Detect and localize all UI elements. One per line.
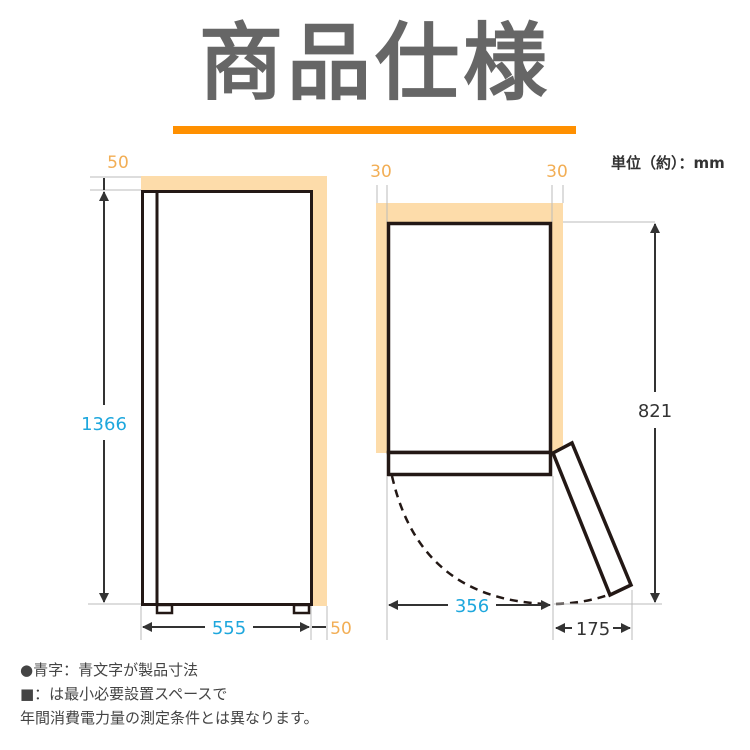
note-measurement: 年間消費電力量の測定条件とは異なります。 — [20, 709, 319, 727]
title-underline — [173, 126, 576, 134]
fridge-foot-left — [155, 603, 174, 615]
door-swing-label: 175 — [576, 619, 610, 640]
notes: ●青字：青文字が製品寸法 ■：は最小必要設置スペースで 年間消費電力量の測定条件… — [20, 658, 319, 730]
fridge-front-body — [141, 190, 313, 606]
front-width-label: 555 — [212, 618, 246, 639]
front-side-clearance-label: 50 — [330, 619, 352, 639]
side-height-label: 821 — [638, 401, 672, 422]
front-top-clearance-label: 50 — [107, 153, 129, 173]
note-blue-text: ●青字：青文字が製品寸法 — [20, 661, 199, 679]
side-left-clearance-label: 30 — [370, 162, 392, 182]
side-depth-label: 356 — [455, 596, 489, 617]
unit-label: 単位（約）：mm — [611, 154, 725, 172]
fridge-open-door — [550, 440, 634, 598]
side-view: 30 30 821 356 175 — [370, 162, 672, 640]
front-clearance-top — [141, 176, 327, 190]
fridge-side-door-closed — [386, 450, 553, 477]
front-view: 50 1366 555 50 — [81, 153, 352, 640]
front-height-label: 1366 — [81, 414, 127, 435]
note-clearance: ■：は最小必要設置スペースで — [20, 685, 228, 703]
side-right-clearance-label: 30 — [546, 162, 568, 182]
fridge-side-body — [386, 221, 553, 455]
page-title: 商品仕様 — [198, 14, 551, 112]
front-clearance-side — [312, 176, 327, 606]
door-swing-arc — [390, 475, 549, 606]
fridge-foot-right — [292, 603, 311, 615]
